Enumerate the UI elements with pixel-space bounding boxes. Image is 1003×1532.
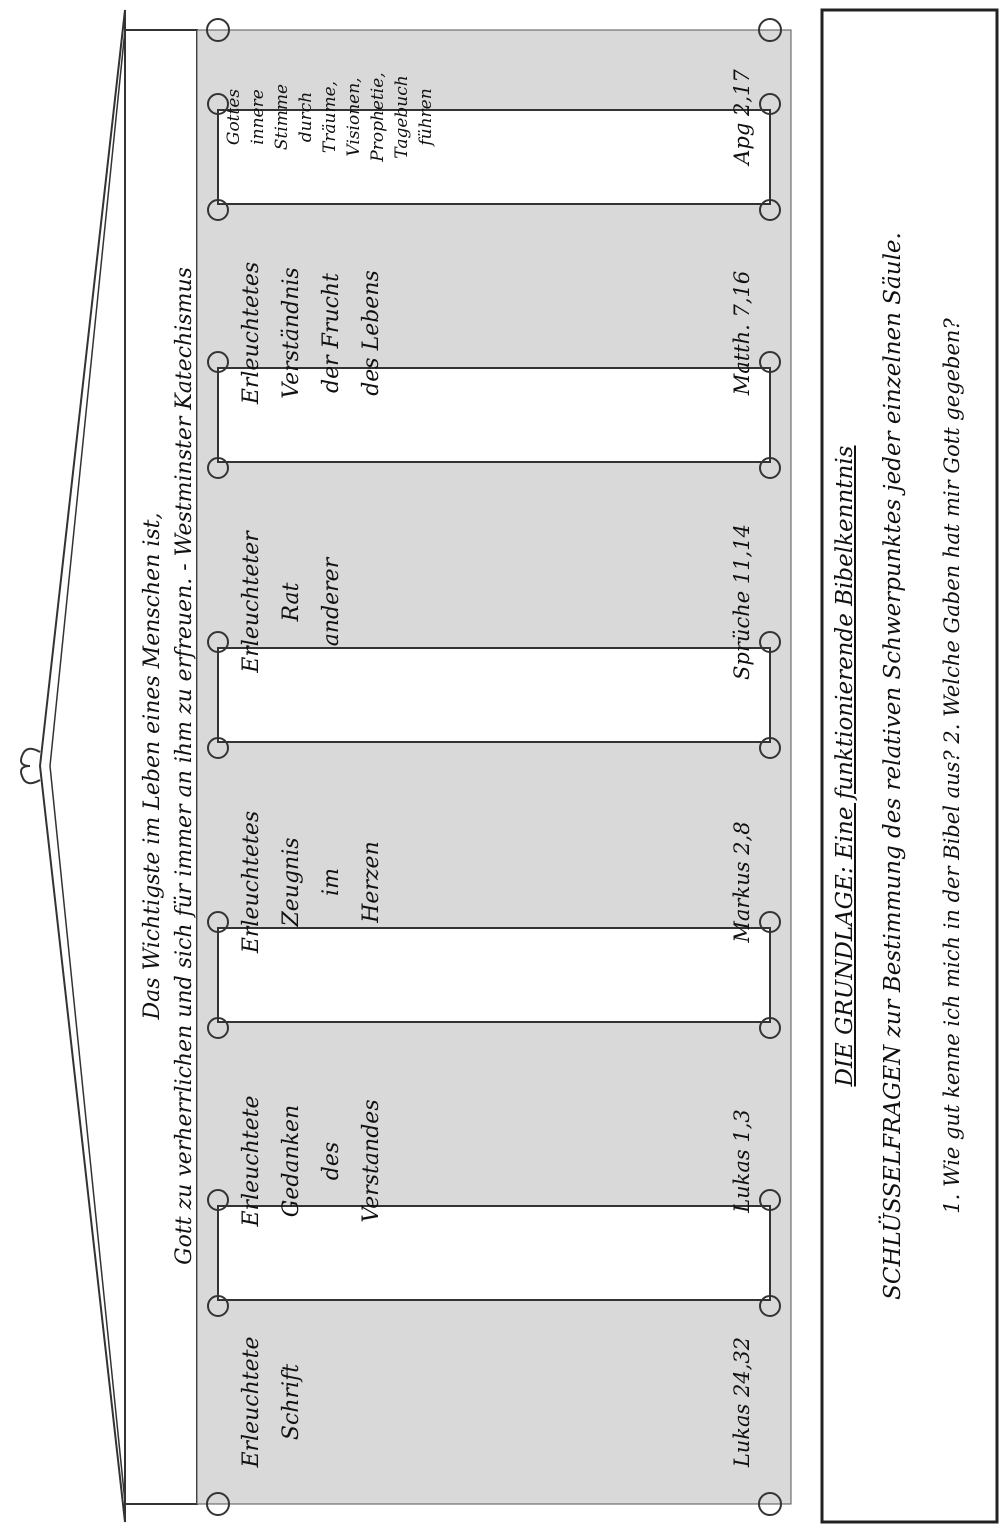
pillar-scroll	[207, 199, 229, 221]
pillar-label-line: Träume,	[320, 80, 340, 154]
pillar-shaft	[217, 109, 771, 205]
pillar-scroll	[207, 351, 229, 373]
pillar-label-line: Zeugnis	[279, 837, 304, 927]
pillar-label-line: Rat	[279, 582, 304, 622]
pillar-label-line: durch	[296, 91, 316, 143]
edge-scroll	[206, 18, 230, 42]
pillar-label-line: innere	[248, 89, 268, 145]
pillar-scroll	[207, 1189, 229, 1211]
pillar-label-line: Erleuchtetes	[239, 810, 264, 954]
pillar-label-line: Tagebuch	[392, 75, 412, 159]
base-box	[820, 8, 999, 1524]
pillar-label-line: Visionen,	[344, 77, 364, 157]
pillar-scroll	[759, 631, 781, 653]
pillar-label-line: im	[319, 868, 344, 896]
edge-scroll	[206, 1492, 230, 1516]
pillar-scroll	[207, 457, 229, 479]
pillar-reference: Sprüche 11,14	[730, 524, 754, 680]
pillar-scroll	[759, 457, 781, 479]
pillar-scroll	[207, 1017, 229, 1039]
pillar-reference: Apg 2,17	[730, 69, 754, 165]
pillar-scroll	[759, 1189, 781, 1211]
pillar-label: Erleuchtetes Verständnis der Frucht des Leb…	[232, 253, 392, 413]
pillar-scroll	[759, 1017, 781, 1039]
pillar-label-line: Verstandes	[359, 1099, 384, 1223]
pillar-scroll	[207, 737, 229, 759]
pillar-label-line: Erleuchtete	[239, 1336, 264, 1468]
pillar-label: Erleuchtete Schrift	[232, 1322, 312, 1482]
pillar-label-line: führen	[416, 88, 436, 146]
roof-line-2: Gott zu verherrlichen und sich für immer…	[172, 267, 197, 1265]
pillar-reference: Markus 2,8	[730, 821, 754, 943]
pillar-scroll	[759, 199, 781, 221]
pillar-reference: Lukas 1,3	[730, 1109, 754, 1213]
pillar-label: Erleuchtete Gedanken des Verstandes	[232, 1081, 392, 1241]
pillar-scroll	[759, 351, 781, 373]
pillar-scroll	[759, 737, 781, 759]
pillar-reference: Lukas 24,32	[730, 1336, 754, 1468]
pillar-label-line: Stimme	[272, 83, 292, 151]
pillar-label: Erleuchteter Rat anderer	[232, 522, 352, 682]
pillar-label-line: Prophetie,	[368, 72, 388, 162]
pillar-label-line: Herzen	[359, 841, 384, 923]
pillar-label-line: Schrift	[279, 1363, 304, 1441]
base-subtitle: SCHLÜSSELFRAGEN zur Bestimmung des relat…	[880, 232, 906, 1300]
pillar-label-line: Erleuchteter	[239, 531, 264, 673]
pillar-scroll	[759, 1295, 781, 1317]
pillar-label-line: Gedanken	[279, 1104, 304, 1218]
pillar-label-line: Erleuchtete	[239, 1095, 264, 1227]
pillar-shaft	[217, 1205, 771, 1301]
edge-scroll	[758, 18, 782, 42]
roof-ornament	[20, 747, 41, 785]
pillar-scroll	[759, 911, 781, 933]
pillar-label-line: des Lebens	[359, 270, 384, 396]
edge-scroll	[758, 1492, 782, 1516]
pillar-label-line: Erleuchtetes	[239, 261, 264, 405]
pillar-label: Erleuchtetes Zeugnis im Herzen	[232, 802, 392, 962]
pillar-scroll	[207, 911, 229, 933]
pillar-label-line: Verständnis	[279, 267, 304, 399]
pillar-scroll	[207, 93, 229, 115]
pillar-label-line: des	[319, 1141, 344, 1181]
base-questions: 1. Wie gut kenne ich mich in der Bibel a…	[940, 318, 964, 1214]
pillar-scroll	[207, 1295, 229, 1317]
pillar-scroll	[759, 93, 781, 115]
pillar-label-line: der Frucht	[319, 273, 344, 393]
roof-inner	[49, 29, 126, 1503]
pillar-scroll	[207, 631, 229, 653]
pillar-shaft	[217, 367, 771, 463]
pillar-shapes	[206, 18, 782, 1516]
roof-outline	[38, 9, 126, 1523]
base-title: DIE GRUNDLAGE: Eine funktionierende Bibe…	[832, 445, 858, 1087]
pillar-shaft	[217, 927, 771, 1023]
roof-line-1: Das Wichtigste im Leben eines Menschen i…	[140, 512, 165, 1020]
pillar-label-line: anderer	[319, 557, 344, 647]
pillar-label-line: Gottes	[224, 88, 244, 146]
pillar-shaft	[217, 647, 771, 743]
pillar-reference: Matth. 7,16	[730, 270, 754, 396]
